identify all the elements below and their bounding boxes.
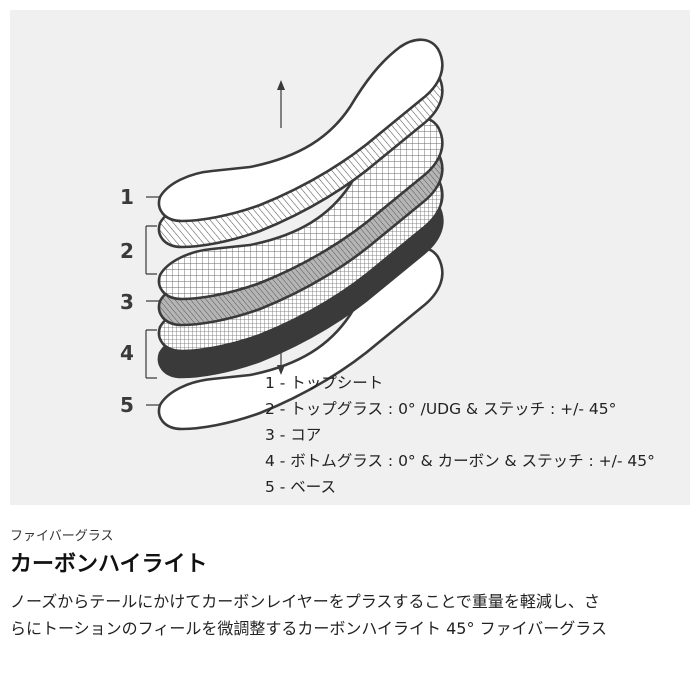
layer-number-5: 5	[120, 393, 134, 417]
top-arrow	[277, 80, 285, 128]
layer-number-2: 2	[120, 239, 134, 263]
legend: 1 - トップシート 2 - トップグラス : 0° /UDG & ステッチ :…	[265, 374, 655, 496]
legend-item-5: 5 - ベース	[265, 478, 336, 496]
bracket-layer-2	[145, 225, 157, 275]
description-line-2: らにトーションのフィールを微調整するカーボンハイライト 45° ファイバーグラス	[10, 619, 607, 638]
layer-number-3: 3	[120, 290, 134, 314]
layer-diagram-panel: 1 2 3 4 5 1 - トップシート 2 - トップグラス : 0° /UD…	[10, 10, 690, 505]
legend-item-2: 2 - トップグラス : 0° /UDG & ステッチ : +/- 45°	[265, 400, 616, 418]
legend-item-1: 1 - トップシート	[265, 374, 383, 392]
category-label: ファイバーグラス	[10, 529, 114, 544]
description-line-1: ノーズからテールにかけてカーボンレイヤーをプラスすることで重量を軽減し、さ	[10, 592, 600, 611]
legend-item-3: 3 - コア	[265, 426, 321, 444]
legend-item-4: 4 - ボトムグラス : 0° & カーボン & ステッチ : +/- 45°	[265, 452, 655, 470]
board-layer-stack	[157, 38, 444, 431]
layer-number-4: 4	[120, 341, 134, 365]
product-description: ノーズからテールにかけてカーボンレイヤーをプラスすることで重量を軽減し、さ らに…	[10, 588, 695, 642]
bracket-layer-4	[145, 329, 157, 379]
bottom-arrow	[277, 348, 285, 375]
layer-diagram: 1 2 3 4 5 1 - トップシート 2 - トップグラス : 0° /UD…	[120, 38, 655, 496]
product-title: カーボンハイライト	[10, 552, 208, 577]
layer-number-1: 1	[120, 185, 134, 209]
